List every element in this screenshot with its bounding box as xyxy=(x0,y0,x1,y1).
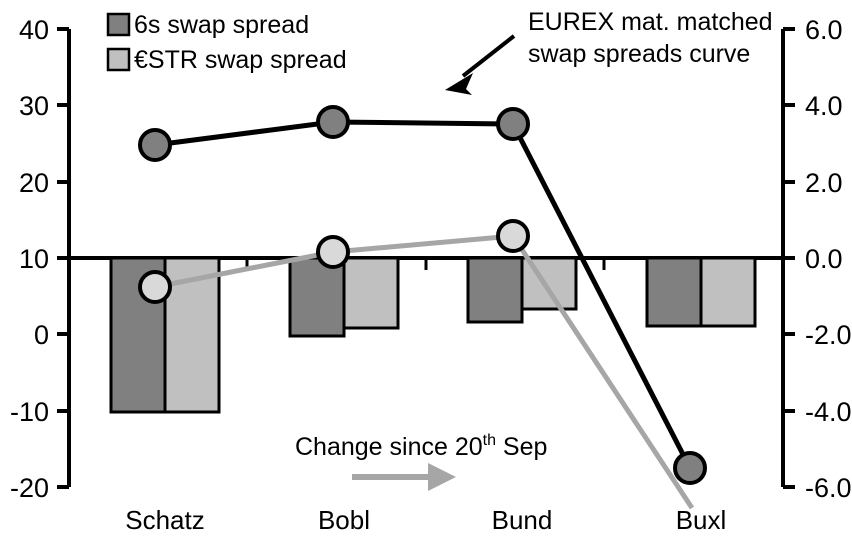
marker-estr-schatz xyxy=(138,270,172,304)
right-tick-label-neg2: -2.0 xyxy=(805,320,852,350)
category-label-schatz: Schatz xyxy=(125,505,205,535)
left-axis: 40 30 20 10 0 -10 -20 xyxy=(10,15,71,503)
annotation-eurex-line2: swap spreads curve xyxy=(528,40,750,68)
bar-bund-6s xyxy=(466,256,524,324)
series-line-estr xyxy=(138,219,695,510)
right-tick-label-neg6: -6.0 xyxy=(805,473,852,503)
marker-estr-bobl xyxy=(316,235,350,269)
left-tick-label-10: 10 xyxy=(19,244,49,274)
left-tick-label-40: 40 xyxy=(19,15,49,45)
right-tick-label-0: 0.0 xyxy=(805,244,843,274)
left-tick-label-30: 30 xyxy=(19,91,49,121)
category-label-bobl: Bobl xyxy=(318,505,370,535)
legend-label-6s: 6s swap spread xyxy=(134,11,309,39)
bar-group-bobl xyxy=(288,256,400,338)
annotation-eurex-line1: EUREX mat. matched xyxy=(528,8,773,36)
right-tick-label-4: 4.0 xyxy=(805,91,843,121)
series-line-6s xyxy=(138,105,707,485)
bar-buxl-6s xyxy=(645,256,703,328)
left-tick-label-neg20: -20 xyxy=(10,473,49,503)
right-tick-label-neg4: -4.0 xyxy=(805,397,852,427)
left-tick-label-0: 0 xyxy=(34,320,49,350)
marker-estr-bund xyxy=(496,219,530,253)
left-tick-label-20: 20 xyxy=(19,168,49,198)
left-tick-label-neg10: -10 xyxy=(10,397,49,427)
annotation-change-sup: th xyxy=(483,432,496,449)
bar-group-buxl xyxy=(645,256,757,328)
annotation-change-main: Change since 20 xyxy=(295,433,483,461)
marker-6s-schatz xyxy=(138,128,172,162)
legend-swatch-estr xyxy=(106,47,131,72)
change-arrow-icon xyxy=(352,463,456,491)
annotation-change-text: Change since 20th Sep xyxy=(295,432,547,461)
chart-legend: 6s swap spread €STR swap spread xyxy=(106,11,347,74)
marker-6s-bobl xyxy=(316,105,350,139)
category-label-buxl: Buxl xyxy=(676,505,727,535)
right-tick-label-2: 2.0 xyxy=(805,168,843,198)
marker-6s-buxl xyxy=(673,451,707,485)
annotation-arrow-icon xyxy=(445,34,516,95)
marker-6s-bund xyxy=(496,107,530,141)
legend-swatch-6s xyxy=(106,12,131,37)
bar-bobl-6s xyxy=(288,256,346,338)
annotation-change-note: Change since 20th Sep xyxy=(295,432,547,491)
legend-label-estr: €STR swap spread xyxy=(134,46,347,74)
right-tick-label-6: 6.0 xyxy=(805,15,843,45)
annotation-eurex-callout: EUREX mat. matched swap spreads curve xyxy=(445,8,773,95)
category-label-bund: Bund xyxy=(492,505,553,535)
category-labels: Schatz Bobl Bund Buxl xyxy=(125,505,726,535)
bar-buxl-estr xyxy=(699,256,757,328)
annotation-change-tail: Sep xyxy=(496,433,547,461)
bar-bobl-estr xyxy=(342,256,400,330)
